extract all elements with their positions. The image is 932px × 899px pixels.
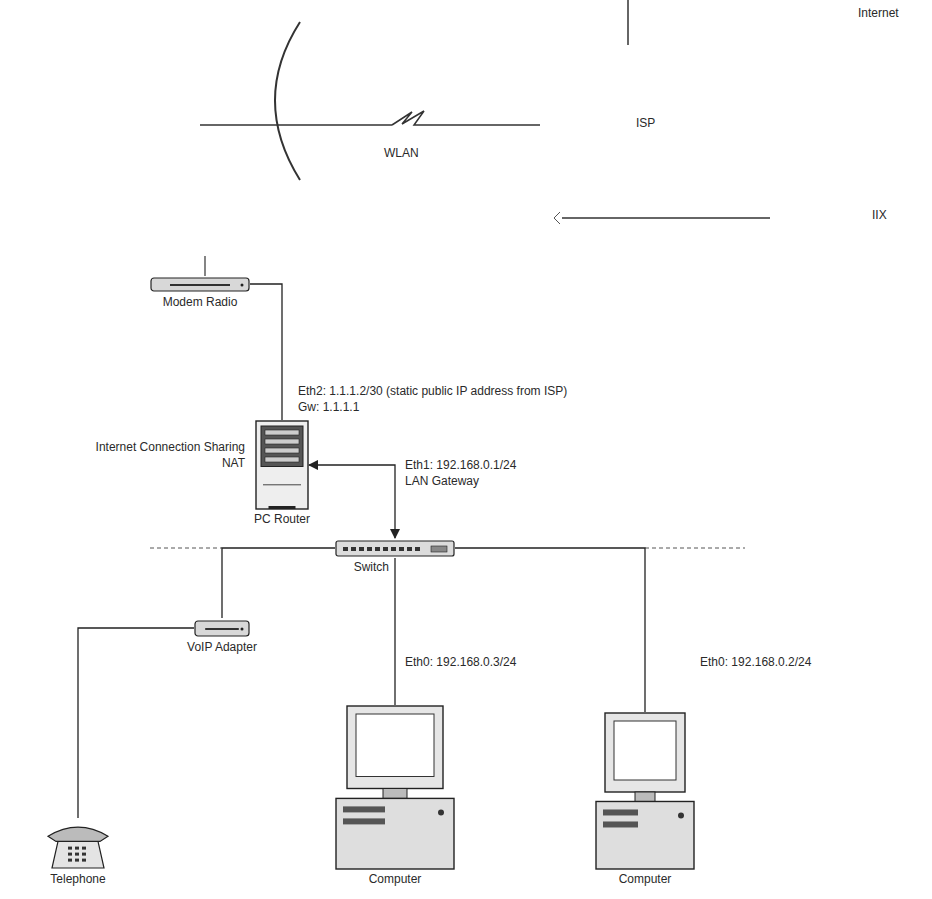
bus-line <box>150 548 222 549</box>
computer-device-icon <box>595 712 695 870</box>
antenna-feed <box>204 256 205 276</box>
network-switch: Switch <box>335 538 455 574</box>
router-tower: PC Router <box>254 420 310 526</box>
dish-antenna <box>275 22 300 180</box>
network-note: IIX <box>872 208 887 222</box>
network-note: WLAN <box>384 146 419 160</box>
computer-device: Computer <box>595 712 695 886</box>
network-cable <box>309 465 395 538</box>
telephone-device: Telephone <box>44 818 112 886</box>
voip-adapter-icon <box>194 618 250 638</box>
wireless-link <box>200 124 392 126</box>
network-cable <box>78 628 194 818</box>
modem-device: Modem Radio <box>150 275 250 309</box>
computer-device: Computer <box>335 705 455 886</box>
network-cable <box>394 558 395 705</box>
network-note: Gw: 1.1.1.1 <box>298 400 359 414</box>
device-label: Switch <box>354 560 389 574</box>
network-note: Eth0: 192.168.0.3/24 <box>405 655 516 669</box>
network-switch-icon <box>335 538 455 558</box>
router-tower-icon <box>255 420 309 510</box>
network-note: LAN Gateway <box>405 474 479 488</box>
bus-line <box>645 548 745 549</box>
network-note: Internet <box>858 6 899 20</box>
internet-link <box>627 0 629 45</box>
voip-adapter: VoIP Adapter <box>187 618 257 654</box>
computer-device-icon <box>335 705 455 870</box>
device-label: VoIP Adapter <box>187 640 257 654</box>
telephone-device-icon <box>44 818 112 870</box>
lightning-symbol <box>392 111 432 125</box>
modem-device-icon <box>150 275 250 293</box>
network-note: Eth0: 192.168.0.2/24 <box>700 655 811 669</box>
network-cable <box>250 284 282 420</box>
network-cable <box>455 548 645 712</box>
network-cable <box>222 548 335 618</box>
wireless-link <box>432 124 540 126</box>
iix-link <box>562 217 770 219</box>
device-label: PC Router <box>254 512 310 526</box>
device-label: Modem Radio <box>163 295 238 309</box>
link-mark <box>554 212 560 224</box>
network-note: NAT <box>222 456 245 470</box>
device-label: Telephone <box>50 872 105 886</box>
network-note: ISP <box>636 116 655 130</box>
network-note: Eth2: 1.1.1.2/30 (static public IP addre… <box>298 384 567 398</box>
device-label: Computer <box>369 872 422 886</box>
device-label: Computer <box>619 872 672 886</box>
network-note: Eth1: 192.168.0.1/24 <box>405 458 516 472</box>
network-note: Internet Connection Sharing <box>96 440 245 454</box>
